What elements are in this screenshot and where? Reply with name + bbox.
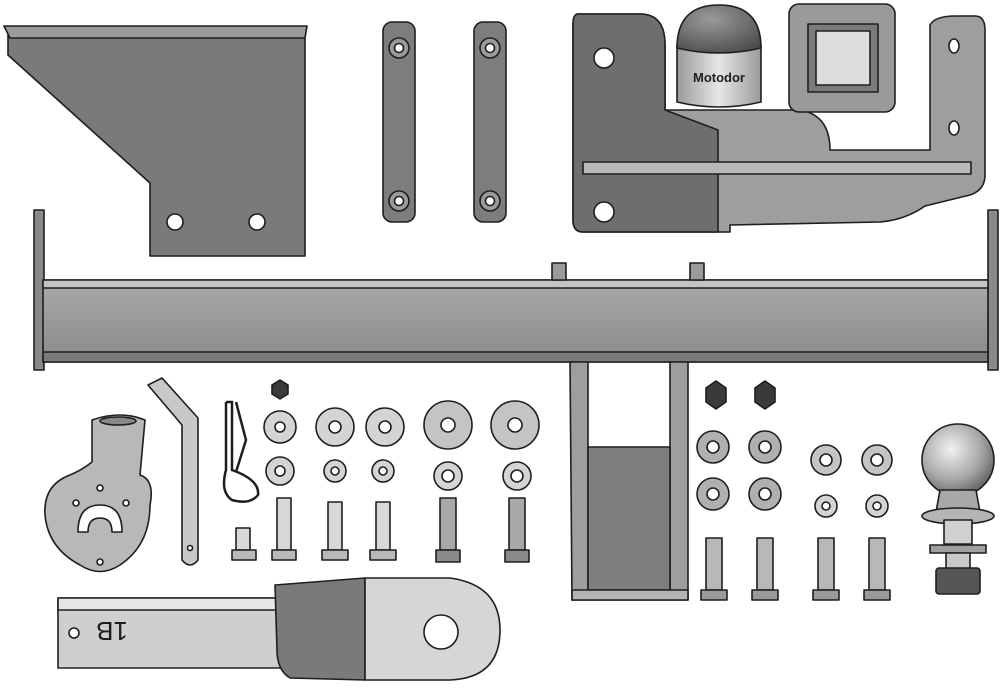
square-socket-plate <box>788 3 896 113</box>
drawbar-stamp: 1B <box>96 616 128 646</box>
right-mounting-bracket <box>572 13 986 233</box>
ball-cover-label: Motodor <box>693 70 745 85</box>
hardware-left-group <box>231 379 540 563</box>
left-mounting-bracket <box>3 25 308 257</box>
tow-ball <box>921 423 995 595</box>
link-strap-left <box>382 21 416 223</box>
main-crossbar <box>33 209 999 371</box>
receiver-sleeve <box>569 361 689 601</box>
socket-bracket <box>44 414 153 573</box>
r-clip <box>222 400 260 503</box>
link-strap-right <box>473 21 507 223</box>
hardware-right-group <box>696 380 893 601</box>
drawbar: 1B <box>57 577 501 681</box>
hitch-pin <box>147 377 199 566</box>
ball-cover: Motodor <box>676 4 762 108</box>
